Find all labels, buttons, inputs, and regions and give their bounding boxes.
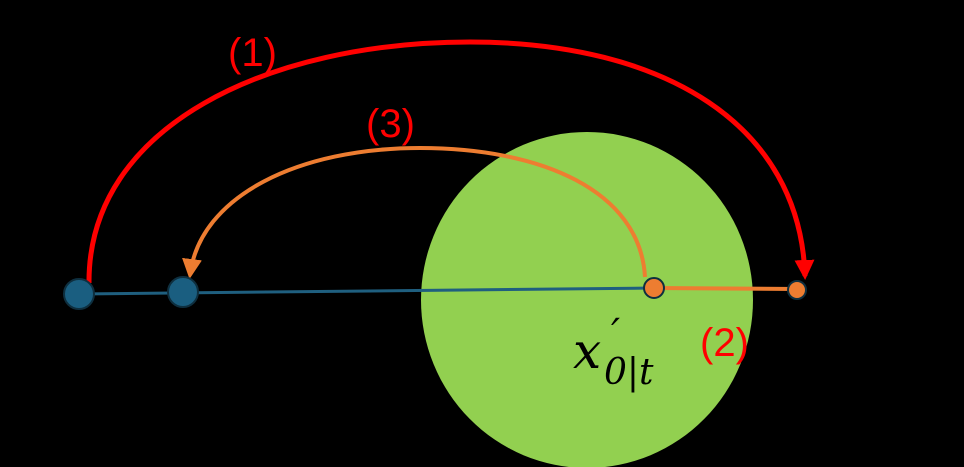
blue-point-end [167,276,199,308]
arrow-2-label: (2) [700,321,749,365]
arrow-3-arc [182,145,647,279]
point-label-base: x [573,322,601,380]
orange-point-x0t [643,277,665,299]
arrow-1-label: (1) [228,31,277,75]
point-label-prime: ′ [611,311,620,357]
green-region [421,132,753,467]
orange-point-perturbed [787,280,807,300]
blue-point-start [63,278,95,310]
point-label-x0t: x ′ 0|t [573,311,654,393]
arrow-1-arc [86,39,815,284]
arrow-3-label: (3) [366,102,415,146]
arrow-2-segment [653,286,798,291]
point-label-subscript: 0|t [604,352,654,393]
